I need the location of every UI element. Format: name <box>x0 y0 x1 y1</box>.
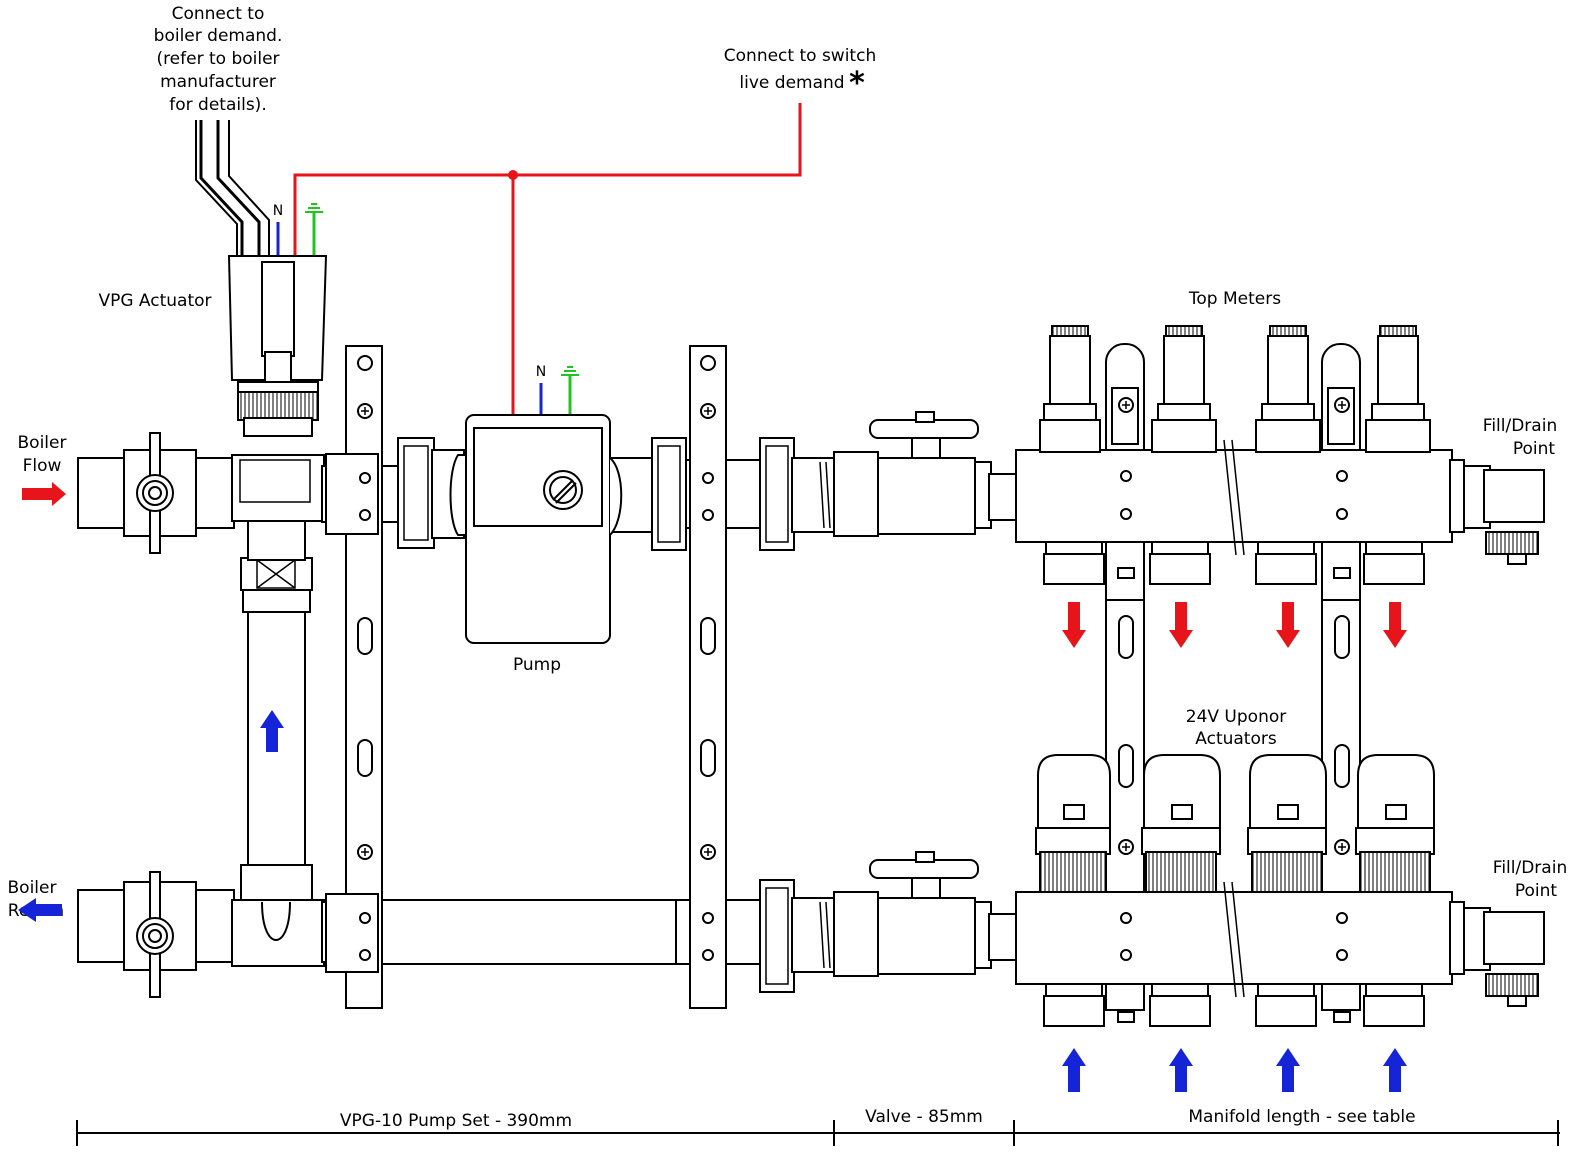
boiler-flow-line-2: Flow <box>23 456 62 476</box>
bypass-lower-tee <box>240 864 313 904</box>
top-meter-1 <box>1039 325 1105 585</box>
pump-neutral-label: N <box>536 364 546 380</box>
fill-drain-bottom-label: Fill/Drain Point <box>1493 858 1567 901</box>
switch-live-line-2: live demand <box>739 73 844 93</box>
actuator-neutral-label: N <box>273 203 283 219</box>
vpg-actuator-label: VPG Actuator <box>98 291 211 311</box>
return-iso-valve-body <box>877 897 976 975</box>
pump-earth-icon <box>561 366 579 376</box>
flow-inlet-stub <box>77 457 127 529</box>
return-union <box>759 879 795 993</box>
top-meters-label: Top Meters <box>1188 289 1281 309</box>
bottom-inlet-arrow-3 <box>1276 1048 1300 1092</box>
vpg-actuator-knurl <box>237 389 319 421</box>
fill-drain-top-label: Fill/Drain Point <box>1483 416 1557 459</box>
top-outlet-arrow-1 <box>1062 602 1086 648</box>
boiler-flow-label: Boiler Flow <box>18 433 67 476</box>
top-meter-2 <box>1149 325 1217 585</box>
dimension-line <box>76 1120 1560 1146</box>
boiler-return-line-1: Boiler <box>8 878 57 898</box>
vpg-actuator <box>227 255 328 437</box>
fill-drain-bottom-line-2: Point <box>1515 881 1558 901</box>
mounting-brackets <box>325 345 727 1009</box>
boiler-flow-arrow <box>22 482 66 506</box>
flow-coupler <box>195 457 235 529</box>
fill-drain-top-line-1: Fill/Drain <box>1483 416 1557 436</box>
boiler-demand-line-5: for details). <box>169 95 266 115</box>
top-outlet-arrow-4 <box>1383 602 1407 648</box>
bottom-inlet-arrow-1 <box>1062 1048 1086 1092</box>
uponor-actuators-label: 24V Uponor Actuators <box>1186 707 1286 749</box>
bypass-upper <box>247 519 306 561</box>
switch-live-label: Connect to switch live demand * <box>724 46 876 101</box>
valve-dimension: Valve - 85mm <box>865 1107 983 1127</box>
vpg-actuator-body <box>227 255 328 381</box>
return-long-pipe <box>379 899 679 965</box>
pump-set-dimension: VPG-10 Pump Set - 390mm <box>340 1111 572 1131</box>
uponor-actuator-1 <box>1035 754 1111 1027</box>
pump-face <box>473 427 603 527</box>
fill-drain-top-line-2: Point <box>1513 439 1556 459</box>
top-outlet-arrow-2 <box>1169 602 1193 648</box>
top-meter-4 <box>1363 325 1431 585</box>
flow-tee <box>231 454 325 522</box>
return-manifold-coupler <box>988 913 1020 961</box>
uponor-actuator-4 <box>1355 754 1435 1027</box>
fill-drain-bottom-line-1: Fill/Drain <box>1493 858 1567 878</box>
top-outlet-arrow-3 <box>1276 602 1300 648</box>
pump-right-union <box>651 437 687 551</box>
return-coupler <box>195 889 235 963</box>
uponor-line-1: 24V Uponor <box>1186 707 1286 727</box>
uponor-actuator-2 <box>1141 754 1221 1027</box>
bottom-inlet-arrow-2 <box>1169 1048 1193 1092</box>
flow-iso-valve-nut <box>833 451 879 537</box>
flow-pipe-c <box>724 459 766 529</box>
uponor-line-2: Actuators <box>1195 729 1277 749</box>
flow-union-right <box>759 437 795 551</box>
bottom-inlet-arrow-4 <box>1383 1048 1407 1092</box>
boiler-demand-label: Connect to boiler demand. (refer to boil… <box>154 4 283 115</box>
actuator-earth-icon <box>305 203 323 213</box>
bypass-nut <box>242 589 311 613</box>
pipework-left <box>77 411 1020 993</box>
live-wire <box>293 103 802 256</box>
flow-arrows <box>18 482 1407 1092</box>
uponor-actuators <box>1035 754 1435 1027</box>
bypass-up-arrow <box>260 710 284 752</box>
flow-manifold-coupler <box>988 473 1020 521</box>
wiring: N N <box>195 103 802 415</box>
asterisk-mark: * <box>849 66 865 101</box>
pump <box>449 414 623 644</box>
ball-valves <box>136 432 174 998</box>
boiler-demand-line-4: manufacturer <box>160 72 276 92</box>
boiler-return-arrow <box>18 898 62 922</box>
top-meter-3 <box>1255 325 1321 585</box>
boiler-demand-line-2: boiler demand. <box>154 26 283 46</box>
return-tee <box>231 899 325 967</box>
top-meters <box>1039 325 1431 585</box>
manifolds <box>1015 343 1545 1023</box>
right-bracket <box>689 345 727 1009</box>
boiler-demand-line-3: (refer to boiler <box>156 49 279 69</box>
live-junction-dot <box>508 170 518 180</box>
switch-live-line-1: Connect to switch <box>724 46 876 66</box>
pump-label: Pump <box>513 655 561 675</box>
boiler-flow-line-1: Boiler <box>18 433 67 453</box>
top-fill-drain-knurl <box>1485 531 1539 555</box>
uponor-actuator-3 <box>1247 754 1327 1027</box>
flow-iso-valve-body <box>877 457 976 535</box>
return-outlet-stub <box>77 889 127 963</box>
boiler-demand-line-1: Connect to <box>172 4 265 24</box>
bottom-fill-drain-knurl <box>1485 973 1539 997</box>
manifold-dimension: Manifold length - see table <box>1188 1107 1415 1127</box>
return-iso-valve-nut <box>833 891 879 977</box>
